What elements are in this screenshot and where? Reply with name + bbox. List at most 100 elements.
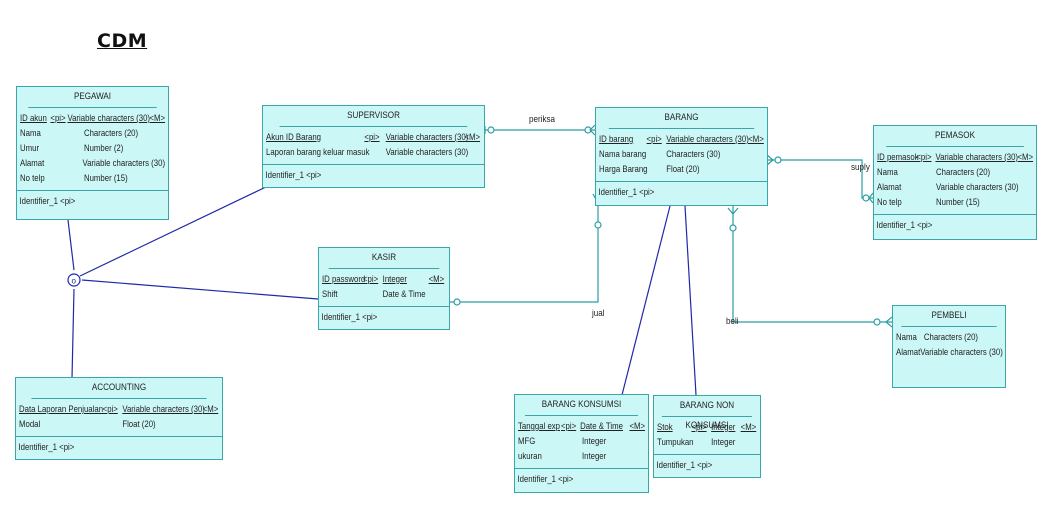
attribute-cell: Laporan barang keluar masuk: [266, 147, 370, 158]
entity-name: PEMASOK: [886, 126, 1024, 147]
attribute-row: ID pemasok<pi>Variable characters (30)<M…: [877, 150, 1033, 165]
entity-identifier: Identifier_1 <pi>: [876, 220, 933, 231]
attribute-cell: Date & Time: [580, 421, 623, 432]
attribute-cell: Variable characters (30): [82, 158, 166, 169]
attribute-row: ID password<pi>Integer<M>: [322, 272, 446, 287]
attribute-cell: Alamat: [877, 182, 902, 193]
attribute-cell: Variable characters (30): [666, 134, 749, 145]
attribute-row: Nama Characters (20): [877, 165, 1033, 180]
attribute-cell: Nama: [896, 332, 917, 343]
line-beli: [732, 206, 892, 323]
attribute-cell: <pi>: [363, 274, 379, 285]
attribute-row: Akun ID Barang<pi>Variable characters (3…: [266, 130, 481, 145]
attribute-cell: Variable characters (30): [122, 404, 205, 415]
attribute-cell: <M>: [202, 404, 219, 415]
attribute-cell: No telp: [877, 197, 902, 208]
attribute-row: Alamat Variable characters (30): [20, 156, 165, 171]
entity-name: BARANG NON KONSUMSI: [661, 396, 753, 431]
attribute-row: Nama Characters (20): [896, 330, 1002, 345]
line-hub-supervisor: [79, 185, 269, 277]
attribute-cell: Tanggal exp: [518, 421, 561, 432]
attribute-cell: Akun ID Barang: [266, 132, 322, 143]
attribute-cell: Integer: [382, 274, 407, 285]
relationship-label-periksa: periksa: [529, 114, 556, 125]
attribute-cell: Alamat: [20, 158, 45, 169]
attribute-list: Akun ID Barang<pi>Variable characters (3…: [263, 127, 484, 165]
inheritance-hub: [67, 273, 81, 287]
entity-accounting[interactable]: ACCOUNTING Data Laporan Penjualan<pi>Var…: [15, 377, 223, 460]
attribute-cell: <M>: [1017, 152, 1034, 163]
attribute-cell: <M>: [748, 134, 764, 145]
attribute-list: Stok <pi> Integer <M> Tumpukan Integer: [654, 417, 760, 455]
attribute-cell: <pi>: [102, 404, 118, 415]
attribute-cell: MFG: [518, 436, 536, 447]
attribute-cell: Variable characters (30): [936, 182, 1019, 193]
attribute-row: ID barang<pi>Variable characters (30)<M>: [599, 132, 764, 147]
attribute-cell: Alamat: [896, 347, 921, 358]
attribute-list: Data Laporan Penjualan<pi> Variable chara…: [16, 399, 222, 437]
entity-pegawai[interactable]: PEGAWAI ID akun<pi>Variable characters (…: [16, 86, 169, 220]
entity-name: PEMBELI: [901, 306, 997, 327]
attribute-cell: <M>: [629, 421, 646, 432]
line-pegawai-hub: [67, 219, 75, 271]
attribute-cell: Characters (20): [923, 332, 978, 343]
attribute-cell: Stok: [657, 422, 673, 433]
attribute-cell: <M>: [464, 132, 481, 143]
line-barang-nonkonsumsi: [684, 205, 697, 396]
attribute-cell: Integer: [711, 422, 736, 433]
entity-identifier: Identifier_1 <pi>: [656, 460, 713, 471]
relationship-label-beli: beli: [726, 316, 739, 327]
diagram-title: CDM: [97, 30, 148, 52]
attribute-cell: Data Laporan Penjualan: [19, 404, 104, 415]
entity-identifier: Identifier_1 <pi>: [19, 196, 76, 207]
entity-identifier: Identifier_1 <pi>: [18, 442, 75, 453]
attribute-cell: Umur: [20, 143, 40, 154]
attribute-cell: Date & Time: [382, 289, 426, 300]
entity-identifier: Identifier_1 <pi>: [321, 312, 378, 323]
attribute-cell: <pi>: [560, 421, 577, 432]
entity-barang[interactable]: BARANG ID barang<pi>Variable characters …: [595, 107, 768, 206]
entity-barang-konsumsi[interactable]: BARANG KONSUMSI Tanggal exp<pi>Date & Ti…: [514, 394, 649, 493]
attribute-cell: ID password: [322, 274, 366, 285]
attribute-cell: No telp: [20, 173, 45, 184]
attribute-cell: Integer: [711, 437, 736, 448]
attribute-cell: Number (15): [936, 197, 980, 208]
attribute-row: Tumpukan Integer: [657, 435, 757, 450]
attribute-cell: <pi>: [691, 422, 707, 433]
attribute-cell: <pi>: [646, 134, 662, 145]
attribute-row: Shift Date & Time: [322, 287, 446, 302]
attribute-cell: Integer: [581, 451, 607, 462]
entity-name: SUPERVISOR: [279, 106, 468, 127]
attribute-cell: Tumpukan: [657, 437, 694, 448]
attribute-cell: <pi>: [50, 113, 66, 124]
attribute-cell: Characters (20): [936, 167, 991, 178]
entity-barang-non-konsumsi[interactable]: BARANG NON KONSUMSI Stok <pi> Integer <M> T…: [653, 395, 761, 478]
attribute-cell: <pi>: [364, 132, 380, 143]
attribute-cell: Shift: [322, 289, 338, 300]
line-barang-konsumsi: [621, 205, 671, 396]
attribute-cell: ukuran: [518, 451, 542, 462]
attribute-row: Data Laporan Penjualan<pi> Variable chara…: [19, 402, 219, 417]
attribute-cell: Nama: [877, 167, 898, 178]
attribute-cell: ID pemasok: [877, 152, 919, 163]
line-hub-accounting: [71, 288, 75, 379]
entity-identifier: Identifier_1 <pi>: [598, 187, 655, 198]
attribute-cell: <M>: [740, 422, 757, 433]
entity-pemasok[interactable]: PEMASOK ID pemasok<pi>Variable character…: [873, 125, 1037, 240]
entity-supervisor[interactable]: SUPERVISOR Akun ID Barang<pi>Variable ch…: [262, 105, 485, 188]
line-jual: [450, 206, 599, 303]
attribute-cell: Harga Barang: [599, 164, 648, 175]
attribute-row: Tanggal exp<pi>Date & Time <M>: [518, 419, 645, 434]
